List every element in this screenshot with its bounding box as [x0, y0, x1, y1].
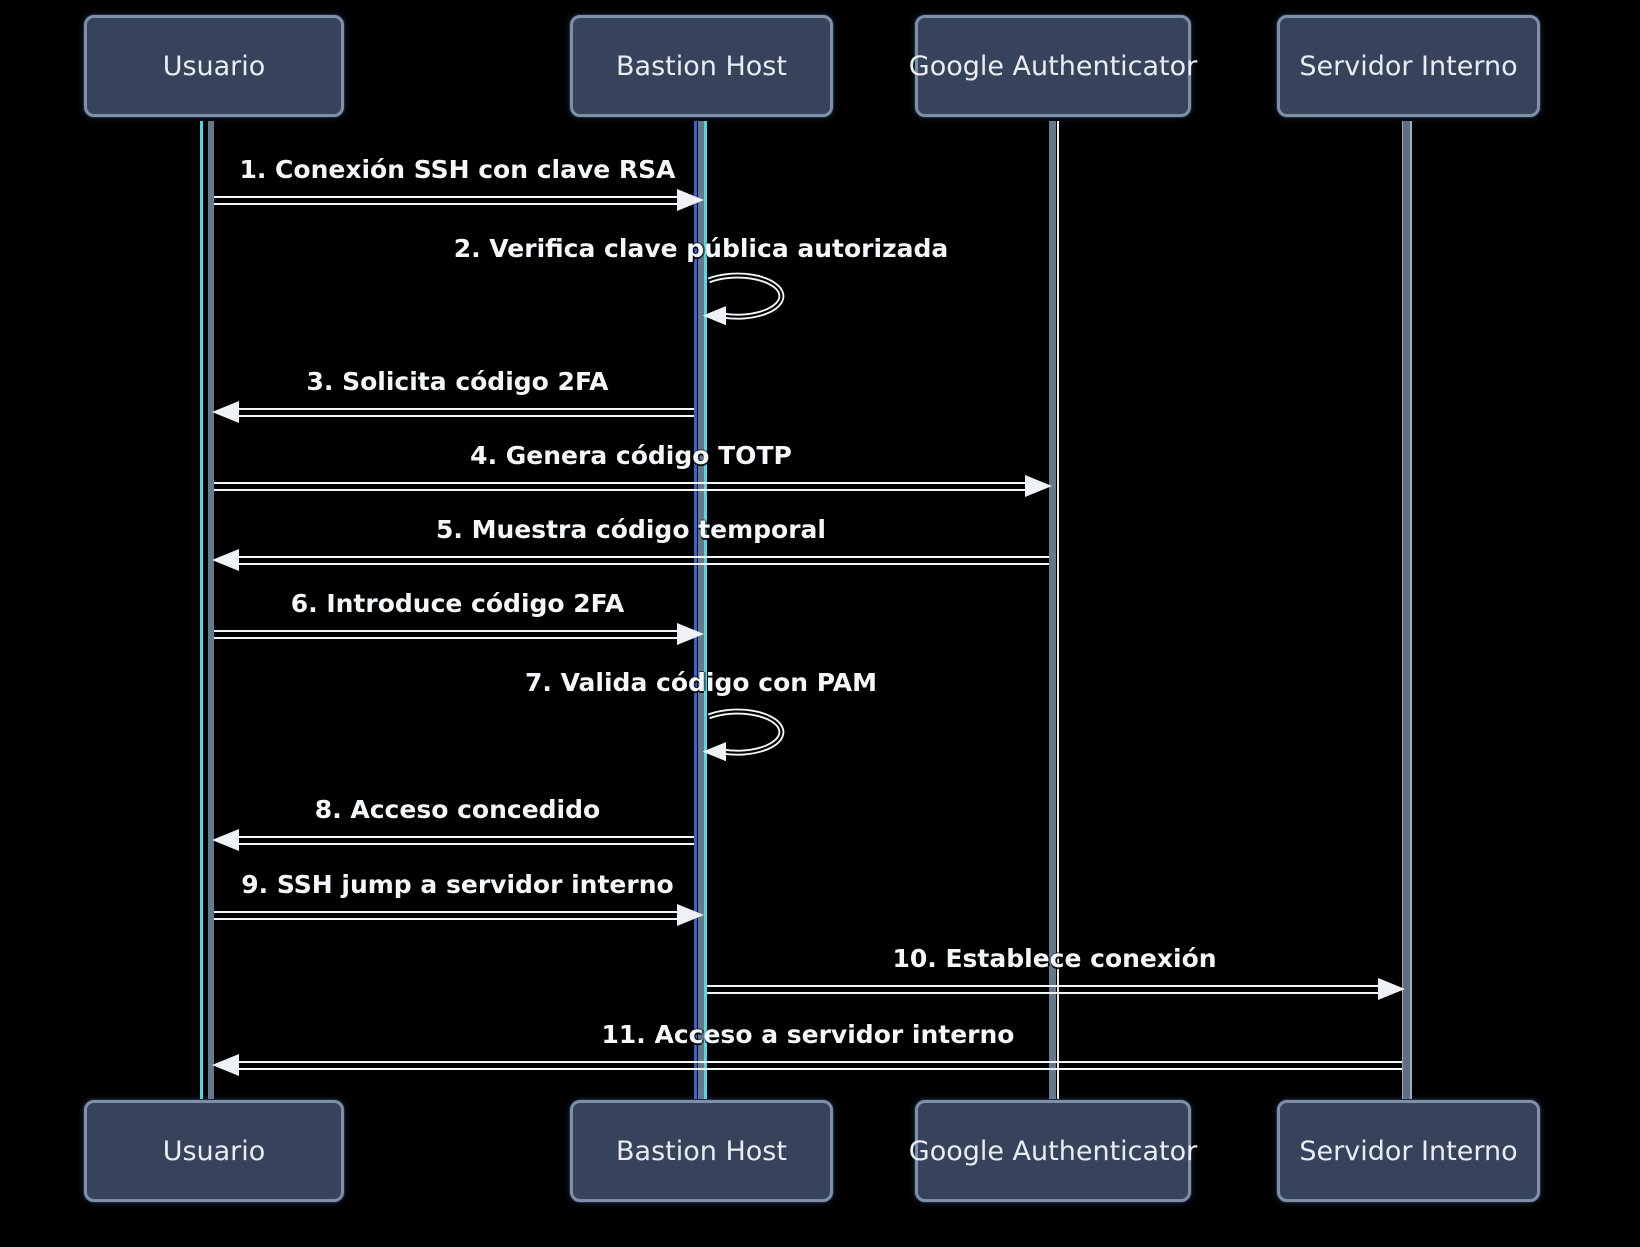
arrowhead-right-icon — [677, 904, 704, 926]
arrowhead-left-icon — [212, 549, 239, 571]
actor-box-top-usuario: Usuario — [84, 15, 344, 117]
actor-box-top-bastion-host: Bastion Host — [570, 15, 833, 117]
message-label-9: 9. SSH jump a servidor interno — [241, 870, 674, 899]
actor-box-bottom-google-authenticator: Google Authenticator — [909, 1100, 1197, 1202]
message-arrow-9 — [214, 911, 677, 920]
message-label-2: 2. Verifica clave pública autorizada — [453, 234, 949, 263]
actor-box-bottom-bastion-host: Bastion Host — [570, 1100, 833, 1202]
arrowhead-right-icon — [1378, 978, 1405, 1000]
message-label-5: 5. Muestra código temporal — [436, 515, 826, 544]
self-loop-arrow-7 — [702, 708, 785, 762]
actor-box-bottom-usuario: Usuario — [84, 1100, 344, 1202]
message-label-4: 4. Genera código TOTP — [470, 441, 792, 470]
arrowhead-right-icon — [1025, 475, 1052, 497]
message-label-1: 1. Conexión SSH con clave RSA — [239, 155, 676, 184]
message-arrow-11 — [238, 1061, 1402, 1070]
arrowhead-right-icon — [677, 189, 704, 211]
message-arrow-8 — [238, 836, 694, 845]
message-arrow-4 — [214, 482, 1025, 491]
message-arrow-1 — [214, 196, 677, 205]
message-label-6: 6. Introduce código 2FA — [290, 589, 625, 618]
actor-box-top-servidor-interno: Servidor Interno — [1277, 15, 1540, 117]
arrowhead-left-icon — [212, 829, 239, 851]
lifeline-google-authenticator — [1049, 121, 1061, 1102]
message-arrow-10 — [707, 985, 1378, 994]
message-label-8: 8. Acceso concedido — [314, 795, 601, 824]
self-loop-arrow-2 — [702, 272, 785, 326]
arrowhead-left-icon — [212, 401, 239, 423]
actor-box-bottom-servidor-interno: Servidor Interno — [1277, 1100, 1540, 1202]
lifeline-bastion-host — [694, 121, 707, 1102]
message-label-11: 11. Acceso a servidor interno — [601, 1020, 1015, 1049]
arrowhead-left-icon — [212, 1054, 239, 1076]
message-label-3: 3. Solicita código 2FA — [306, 367, 609, 396]
message-arrow-3 — [238, 408, 694, 417]
message-arrow-5 — [238, 556, 1049, 565]
message-label-10: 10. Establece conexión — [892, 944, 1217, 973]
message-arrow-6 — [214, 630, 677, 639]
message-label-7: 7. Valida código con PAM — [524, 668, 878, 697]
lifeline-servidor-interno — [1402, 121, 1413, 1102]
actor-box-top-google-authenticator: Google Authenticator — [909, 15, 1197, 117]
arrowhead-right-icon — [677, 623, 704, 645]
lifeline-usuario — [200, 121, 215, 1102]
